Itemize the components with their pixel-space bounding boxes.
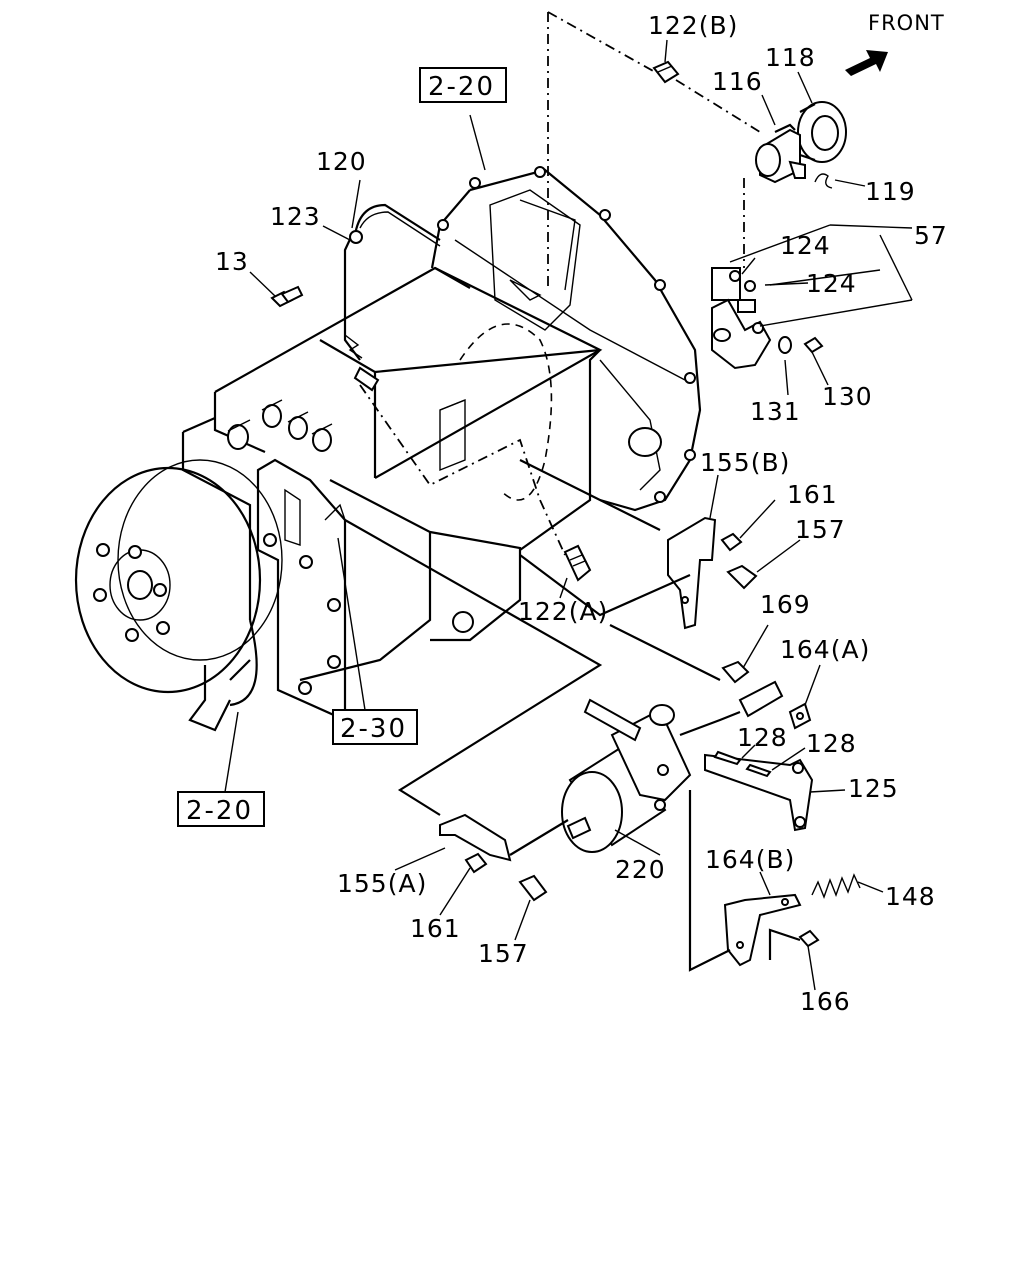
release-bearing-118 [797,101,847,163]
callout-157-upper: 157 [795,515,846,544]
callout-57: 57 [914,221,948,250]
callout-128-right: 128 [806,729,857,758]
fitting-122b [652,60,680,84]
callout-123: 123 [270,202,321,231]
callout-155a: 155(A) [337,869,427,898]
callout-169: 169 [760,590,811,619]
pin-169 [721,660,750,684]
callouts: 122(B) 118 116 119 120 123 13 124 124 57… [215,11,948,1016]
transmission-housing [74,166,702,732]
bracket-155b [667,516,717,630]
bracket-155a [439,813,512,862]
spring-148 [811,873,861,899]
bracket-164b [723,893,802,967]
front-arrow-icon [845,50,888,76]
svg-text:2-30: 2-30 [340,714,407,744]
callout-124-upper: 124 [780,231,831,260]
callout-13: 13 [215,247,249,276]
svg-text:2-20: 2-20 [428,72,495,102]
bolt-13 [270,285,304,308]
release-fork-57 [711,267,824,370]
clip-119 [814,173,833,189]
callout-161-lower: 161 [410,914,461,943]
nut-161-upper [720,532,743,552]
callout-122b: 122(B) [648,11,738,40]
release-sleeve-116 [755,123,806,184]
nut-161-lower [464,852,488,874]
nut-166 [798,929,820,948]
callout-120: 120 [316,147,367,176]
fitting-122a [563,544,592,582]
bolt-157-lower [518,874,548,902]
callout-122a: 122(A) [518,597,608,626]
callout-130: 130 [822,382,873,411]
callout-155b: 155(B) [700,448,790,477]
leader-lines [224,11,913,991]
bolt-157-upper [726,564,758,590]
callout-161-upper: 161 [787,480,838,509]
clutch-booster-220 [561,680,784,853]
callout-220: 220 [615,855,666,884]
callout-148: 148 [885,882,936,911]
callout-118: 118 [765,43,816,72]
clutch-tube-120 [343,203,441,392]
ref-box-2-20-bottom[interactable]: 2-20 [177,791,265,827]
lever-125 [704,753,814,832]
callout-157-lower: 157 [478,939,529,968]
callout-128-left: 128 [737,723,788,752]
callout-119: 119 [865,177,916,206]
pin-128 [713,750,772,778]
yoke-164a [788,702,812,730]
callout-124-lower: 124 [806,269,857,298]
callout-164a: 164(A) [780,635,870,664]
callout-116: 116 [712,67,763,96]
svg-text:2-20: 2-20 [186,796,253,826]
ref-box-2-30[interactable]: 2-30 [332,709,418,745]
ref-box-2-20-top[interactable]: 2-20 [419,67,507,103]
callout-166: 166 [800,987,851,1016]
callout-164b: 164(B) [705,845,795,874]
callout-125: 125 [848,774,899,803]
callout-131: 131 [750,397,801,426]
front-label: FRONT [868,11,945,35]
